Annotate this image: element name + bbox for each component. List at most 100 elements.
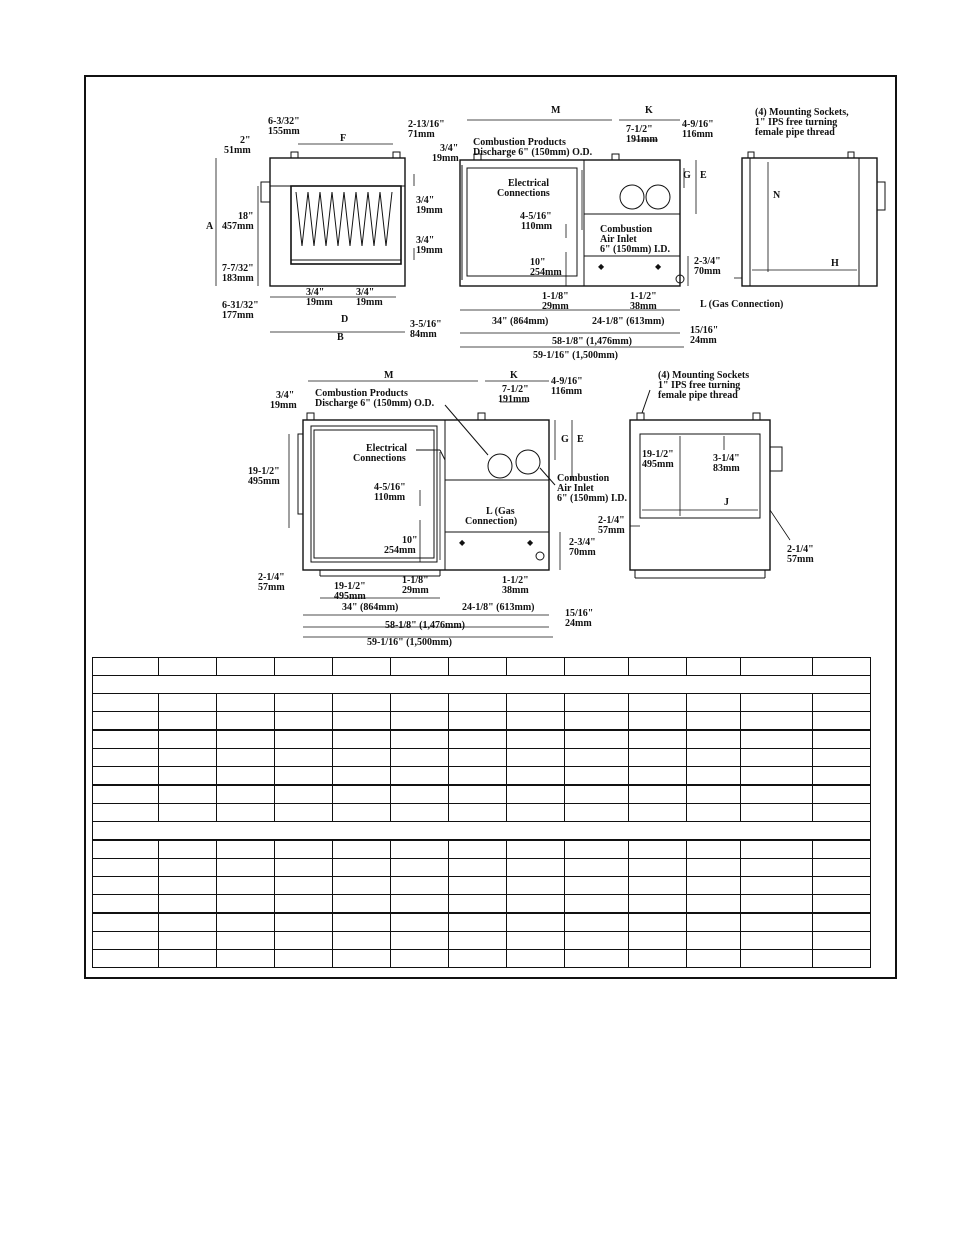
table-row: [92, 711, 871, 731]
tl-label-b: B: [337, 332, 344, 343]
table-cell: [216, 931, 275, 950]
table-cell: [92, 839, 159, 859]
top-right-view: (4) Mounting Sockets, 1" IPS free turnin…: [734, 107, 886, 287]
table-cell: [740, 748, 813, 767]
bl-label-m: M: [384, 370, 394, 381]
table-cell: [628, 803, 687, 822]
table-cell: [506, 766, 565, 786]
table-cell: [332, 949, 391, 968]
table-cell: [564, 894, 629, 914]
bl-width-2: 24-1/8" (613mm): [462, 602, 534, 613]
table-cell: [448, 949, 507, 968]
bl-dim-4: 19-1/2": [248, 466, 280, 477]
table-cell: [448, 894, 507, 914]
table-cell: [812, 766, 871, 786]
table-cell: [686, 912, 741, 932]
dimensions-table-body: [92, 657, 871, 968]
table-row: [92, 894, 871, 914]
table-cell: [740, 766, 813, 786]
table-cell: [740, 784, 813, 804]
table-cell: [390, 876, 449, 895]
table-cell: [390, 894, 449, 914]
table-cell: [92, 784, 159, 804]
table-cell: [390, 931, 449, 950]
table-cell: [390, 711, 449, 731]
table-cell: [390, 657, 449, 676]
table-cell: [92, 766, 159, 786]
tl-dim-2: 2": [240, 135, 251, 146]
tl-dim-3: 18": [238, 211, 254, 222]
table-cell: [158, 876, 217, 895]
tm-label-m: M: [551, 105, 561, 116]
table-cell: [274, 931, 333, 950]
table-cell: [216, 949, 275, 968]
table-cell: [332, 912, 391, 932]
tm-combustion-products-2: Discharge 6" (150mm) O.D.: [473, 147, 593, 158]
br-dim-1-mm: 495mm: [642, 459, 674, 470]
table-cell: [158, 949, 217, 968]
table-cell: [158, 766, 217, 786]
br-label-j: J: [724, 497, 729, 508]
table-cell: [812, 876, 871, 895]
tr-label-h: H: [831, 258, 839, 269]
table-cell: [390, 912, 449, 932]
bl-diamond-2: ◆: [527, 538, 534, 547]
table-cell: [506, 693, 565, 712]
bl-dim-6: 10": [402, 535, 418, 546]
tl-dim-8-mm: 19mm: [356, 297, 383, 308]
dimensions-table: [92, 657, 871, 968]
table-cell: [740, 858, 813, 877]
tl-dim-7: 3/4": [306, 287, 324, 298]
table-cell: [812, 748, 871, 767]
bl-combustion-air-3: 6" (150mm) I.D.: [557, 493, 627, 504]
table-cell: [812, 803, 871, 822]
table-cell: [158, 729, 217, 749]
table-cell: [448, 766, 507, 786]
table-cell: [448, 858, 507, 877]
table-cell: [158, 748, 217, 767]
table-cell: [812, 657, 871, 676]
table-cell: [332, 729, 391, 749]
table-cell: [92, 876, 159, 895]
table-cell: [158, 858, 217, 877]
table-cell: [564, 657, 629, 676]
table-cell: [274, 803, 333, 822]
bl-diamond-1: ◆: [459, 538, 466, 547]
table-row: [92, 931, 871, 950]
table-cell: [92, 803, 159, 822]
br-dim-2: 3-1/4": [713, 453, 740, 464]
table-cell: [686, 766, 741, 786]
table-cell: [158, 839, 217, 859]
tm-dim-4-mm: 116mm: [682, 129, 714, 140]
top-left-view: 6-3/32" 155mm 2" 51mm F A 18" 457mm 7-7/…: [206, 116, 443, 343]
table-cell: [332, 693, 391, 712]
table-cell: [390, 766, 449, 786]
table-cell: [216, 858, 275, 877]
table-cell: [564, 912, 629, 932]
tm-combustion-air-2: Air Inlet: [600, 234, 637, 245]
table-cell: [92, 858, 159, 877]
table-cell: [628, 894, 687, 914]
table-cell: [448, 657, 507, 676]
table-cell: [686, 931, 741, 950]
bl-dim-5-mm: 110mm: [374, 492, 406, 503]
table-cell: [628, 839, 687, 859]
table-cell: [686, 657, 741, 676]
table-cell: [92, 931, 159, 950]
table-row: [92, 821, 871, 841]
table-cell: [332, 858, 391, 877]
table-cell: [628, 729, 687, 749]
tl-dim-2-mm: 51mm: [224, 145, 251, 156]
table-cell: [740, 803, 813, 822]
bl-combustion-products-1: Combustion Products: [315, 388, 408, 399]
table-cell: [506, 711, 565, 731]
table-cell: [390, 729, 449, 749]
table-cell: [274, 766, 333, 786]
table-cell: [274, 876, 333, 895]
table-cell: [274, 748, 333, 767]
table-cell: [686, 711, 741, 731]
tl-dim-5-mm: 19mm: [416, 205, 443, 216]
table-cell: [564, 729, 629, 749]
tm-dim-10-mm: 24mm: [690, 335, 717, 346]
table-cell: [812, 839, 871, 859]
